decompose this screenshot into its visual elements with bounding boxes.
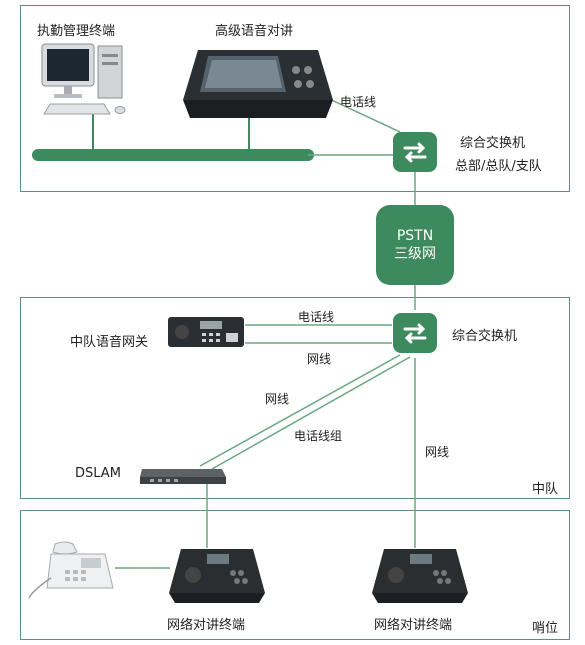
top-switch-label-1: 综合交换机 bbox=[460, 136, 526, 151]
intercom-terminal-label-1: 网络对讲终端 bbox=[167, 618, 246, 633]
dslam-icon bbox=[140, 469, 226, 484]
pc-terminal-icon bbox=[41, 43, 126, 115]
top-switch bbox=[393, 132, 437, 172]
bottom-zone bbox=[20, 510, 570, 640]
dslam-network-line-label: 网线 bbox=[265, 392, 290, 406]
gateway-label: 中队语音网关 bbox=[70, 335, 149, 350]
intercom-terminal-label-2: 网络对讲终端 bbox=[374, 618, 453, 633]
pstn-line-2: 三级网 bbox=[394, 246, 436, 262]
dslam-phone-line-group-label: 电话线组 bbox=[294, 429, 343, 443]
voice-gateway-icon bbox=[168, 317, 244, 347]
pstn-box: PSTN 三级网 bbox=[376, 205, 454, 285]
voice-intercom-label: 高级语音对讲 bbox=[215, 24, 294, 39]
switch-arrows-icon bbox=[403, 142, 427, 163]
dslam-label: DSLAM bbox=[75, 466, 121, 481]
middle-zone-label: 中队 bbox=[532, 482, 559, 497]
middle-switch-label: 综合交换机 bbox=[452, 329, 518, 344]
bottom-zone-label: 哨位 bbox=[532, 621, 559, 636]
terminal-network-line-label: 网线 bbox=[425, 445, 450, 459]
middle-switch bbox=[393, 313, 437, 353]
pc-terminal-label: 执勤管理终端 bbox=[37, 24, 116, 39]
pstn-line-1: PSTN bbox=[396, 228, 434, 244]
gateway-phone-line-label: 电话线 bbox=[298, 310, 335, 324]
dslam-network-line bbox=[199, 354, 401, 467]
voice-intercom-icon bbox=[183, 50, 333, 118]
gateway-network-line-label: 网线 bbox=[307, 352, 332, 366]
telephone-icon bbox=[28, 541, 114, 599]
intercom-terminal-icon-2 bbox=[372, 549, 468, 603]
top-phone-line-label: 电话线 bbox=[340, 95, 377, 109]
dslam-phone-line-group bbox=[211, 356, 411, 470]
middle-zone bbox=[20, 297, 570, 499]
intercom-terminal-icon-1 bbox=[169, 549, 265, 603]
top-switch-label-2: 总部/总队/支队 bbox=[455, 159, 542, 174]
switch-arrows-icon-2 bbox=[403, 323, 427, 344]
